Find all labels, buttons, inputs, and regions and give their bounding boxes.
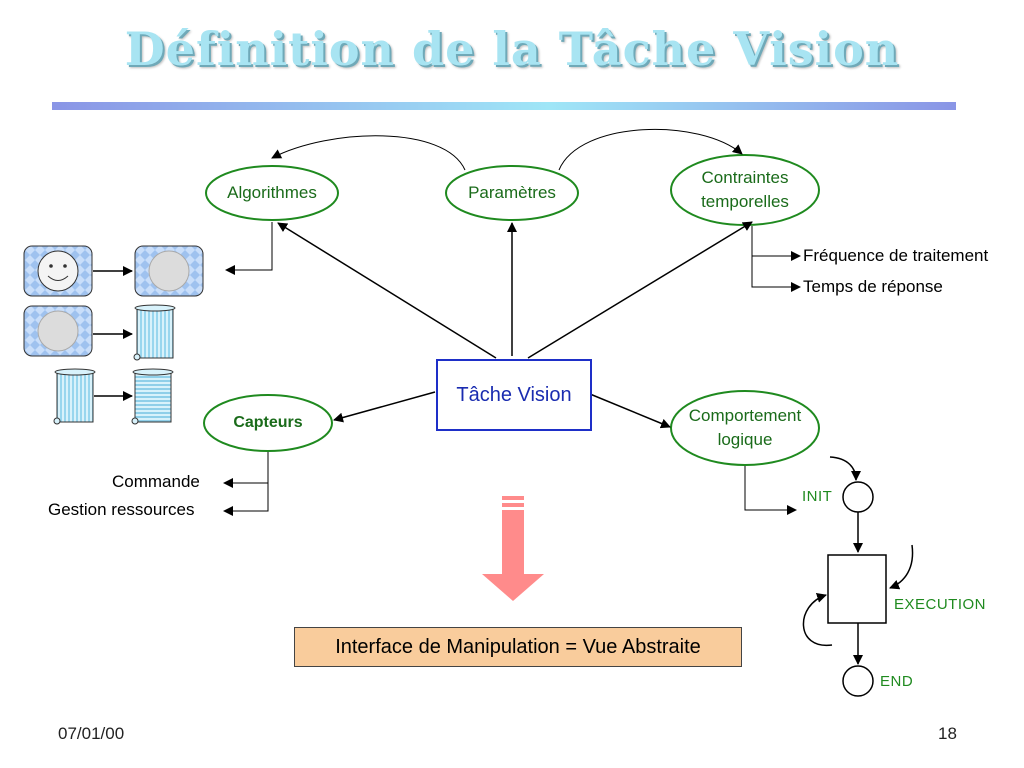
- connector-algorithmes-images: [225, 222, 273, 275]
- state-execution-box: [827, 554, 887, 624]
- curve-parametres-to-contraintes: [558, 128, 743, 171]
- node-comportement-line1: Comportement: [688, 406, 802, 425]
- slide-title: Définition de la Tâche Vision: [124, 22, 900, 76]
- state-init-circle: [842, 481, 874, 513]
- arrow-to-capteurs: [333, 391, 436, 423]
- arrow-to-comportement: [589, 393, 671, 429]
- state-entry-curve: [829, 456, 861, 481]
- arrow-to-algorithmes: [277, 222, 497, 359]
- state-end-circle: [842, 665, 874, 697]
- label-temps: Temps de réponse: [803, 277, 943, 296]
- node-parametres-ellipse[interactable]: [445, 165, 579, 221]
- state-end-label: END: [880, 673, 914, 690]
- label-frequence: Fréquence de traitement: [803, 246, 989, 265]
- result-box-abstract-view: Interface de Manipulation = Vue Abstrait…: [294, 627, 742, 667]
- node-contraintes: Contraintes temporelles: [671, 155, 819, 225]
- node-parametres: Paramètres: [468, 183, 556, 202]
- connector-temps: [751, 256, 801, 292]
- node-capteurs-ellipse[interactable]: [203, 394, 333, 452]
- face-image-2: [134, 245, 204, 297]
- scroll-icon-1: [133, 304, 176, 361]
- connector-frequence: [751, 226, 801, 261]
- curve-parametres-to-algorithmes: [271, 135, 466, 171]
- connector-gestion: [223, 483, 269, 516]
- face-image-3: [23, 305, 93, 357]
- node-comportement-ellipse[interactable]: [670, 390, 820, 466]
- exec-self-loop-left: [802, 593, 833, 646]
- arrow-to-contraintes: [527, 221, 753, 359]
- node-contraintes-line2: temporelles: [701, 192, 789, 211]
- node-comportement: Comportement logique: [671, 391, 819, 465]
- scroll-icon-3: [131, 368, 174, 425]
- node-algorithmes: Algorithmes: [227, 183, 317, 202]
- node-contraintes-line1: Contraintes: [701, 168, 789, 187]
- slide-date: 07/01/00: [58, 724, 125, 743]
- label-commande: Commande: [112, 472, 200, 491]
- title-underline: [52, 102, 956, 110]
- slide-page-number: 18: [938, 724, 957, 743]
- exec-self-loop-right: [889, 544, 914, 590]
- state-init-label: INIT: [802, 488, 833, 505]
- node-algorithmes-ellipse[interactable]: [205, 165, 339, 221]
- connector-init: [744, 466, 797, 515]
- state-execution-label: EXECUTION: [894, 596, 987, 613]
- connector-commande: [223, 452, 269, 488]
- node-comportement-line2: logique: [717, 430, 773, 449]
- label-gestion: Gestion ressources: [48, 500, 195, 519]
- node-capteurs: Capteurs: [233, 414, 303, 431]
- face-image-1: [23, 245, 93, 297]
- center-node-tache-vision[interactable]: Tâche Vision: [436, 359, 592, 431]
- down-arrow-icon: [482, 496, 544, 601]
- scroll-icon-2: [53, 368, 96, 425]
